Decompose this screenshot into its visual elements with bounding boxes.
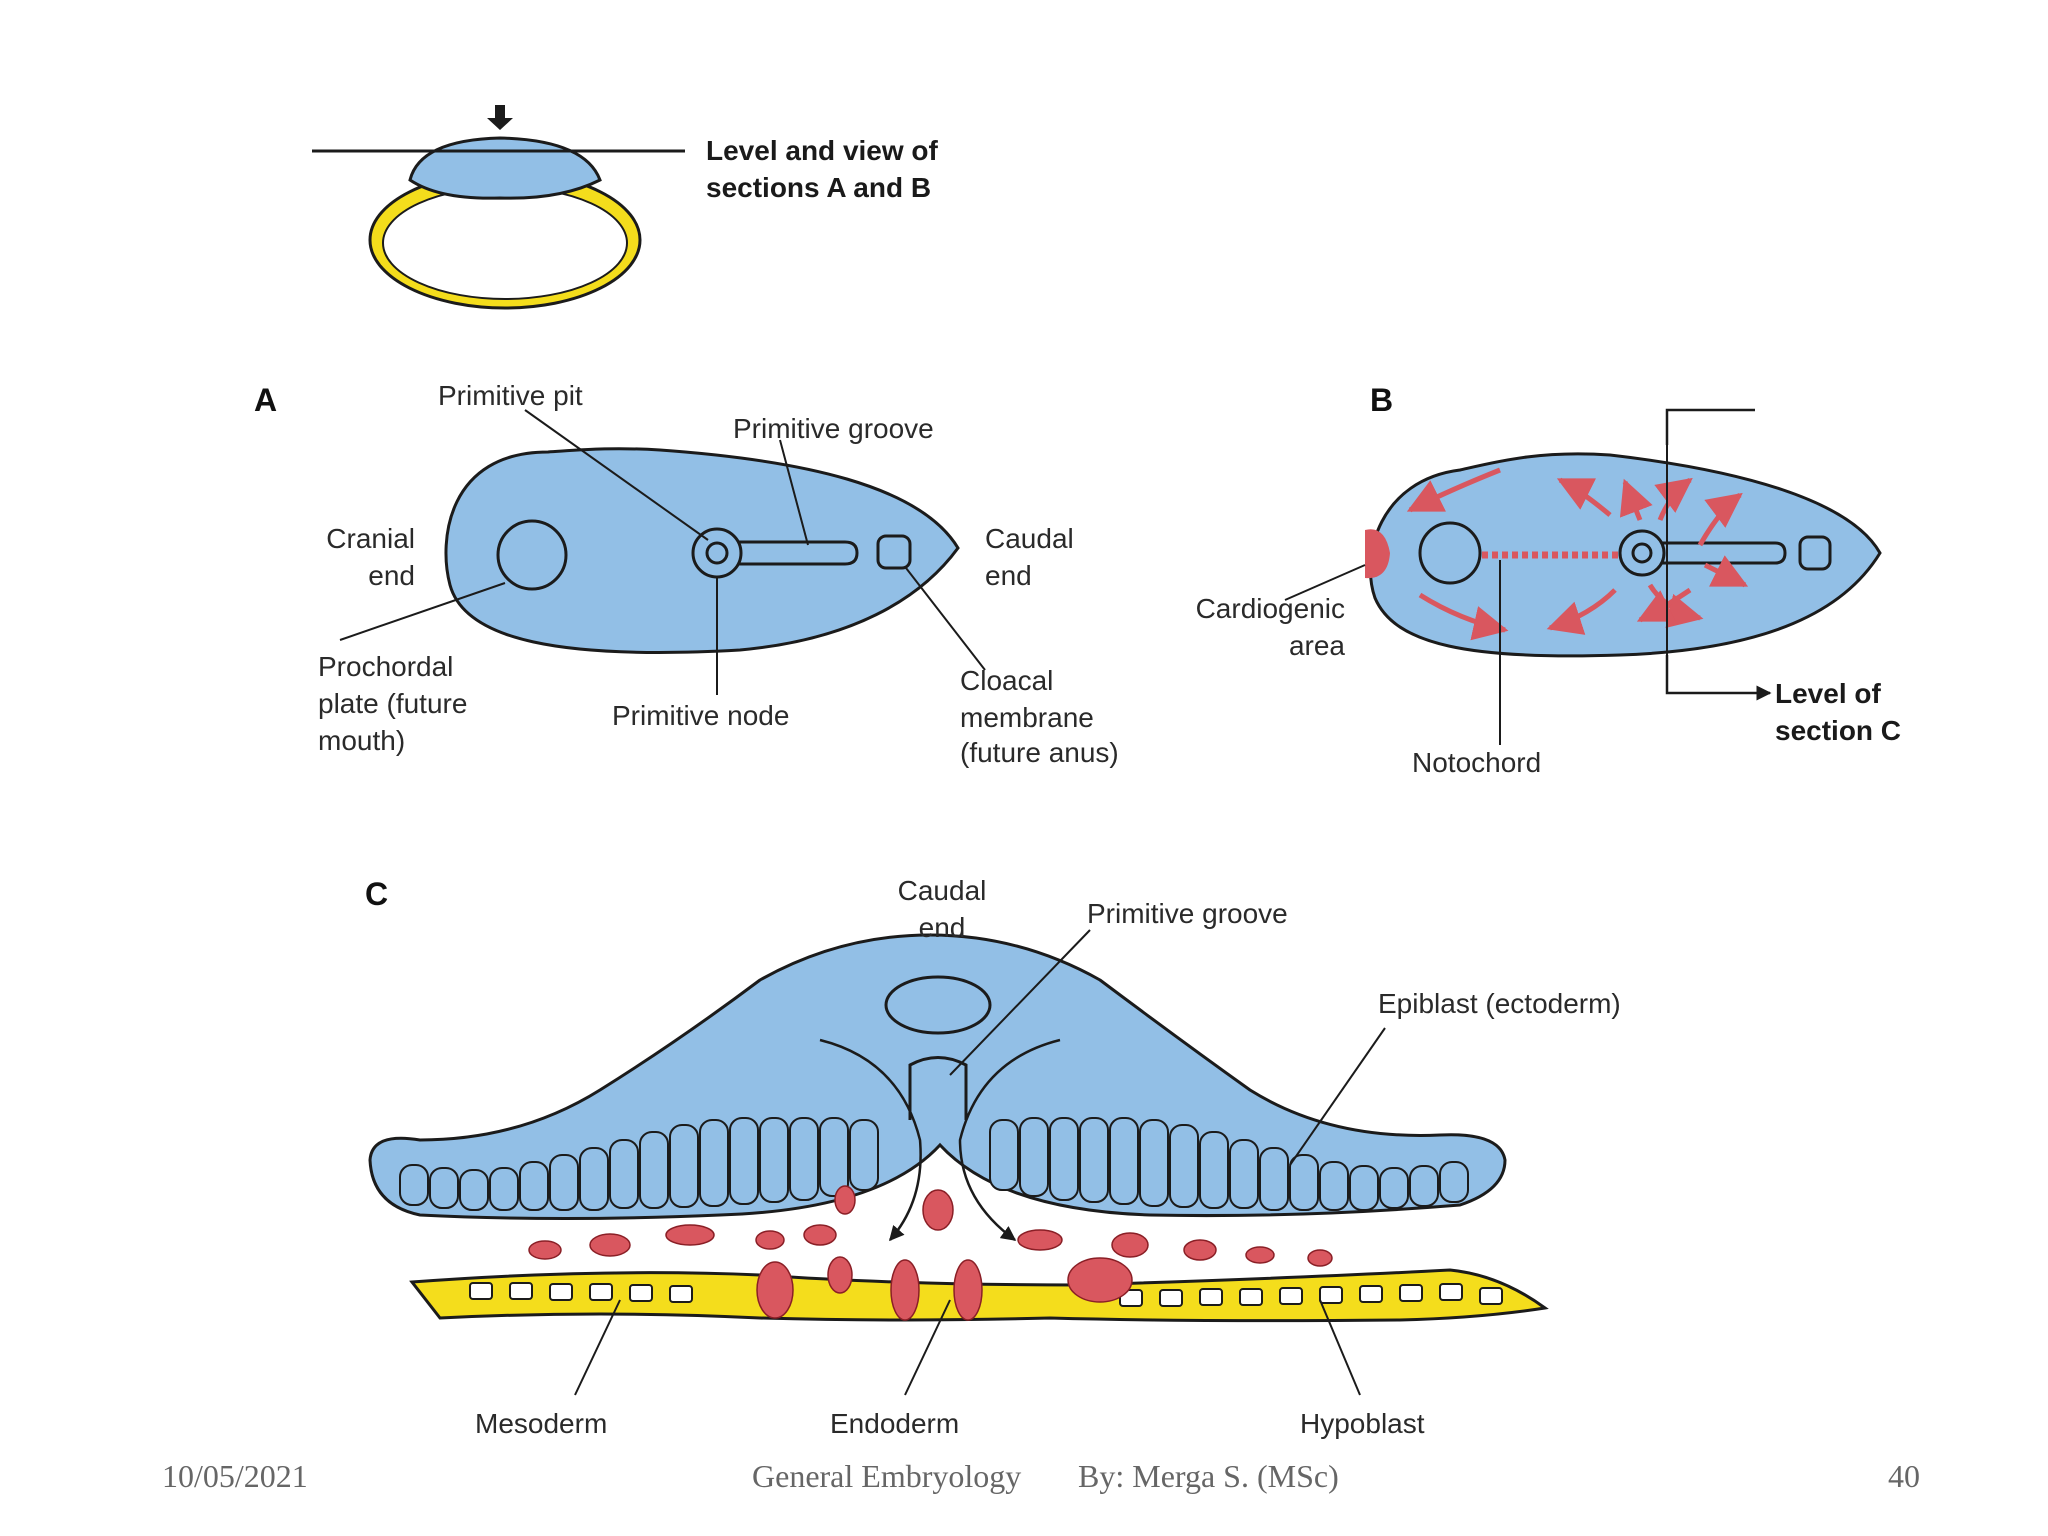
level-label-line1: Level and view of — [706, 135, 939, 166]
cloacal-membrane — [876, 534, 912, 570]
panel-c: C — [365, 875, 1621, 1439]
label-hypoblast: Hypoblast — [1300, 1408, 1425, 1439]
panel-a-letter: A — [254, 382, 277, 418]
panel-a: A Primitive pit Primitive groove Cranial… — [254, 380, 1119, 768]
panel-b-letter: B — [1370, 382, 1393, 418]
label-primitive-groove-c: Primitive groove — [1087, 898, 1288, 929]
label-primitive-pit: Primitive pit — [438, 380, 583, 411]
label-level-c-1: Level of — [1775, 678, 1881, 709]
epiblast-cells — [399, 1117, 1469, 1211]
primitive-pit-b — [1631, 542, 1653, 564]
label-notochord: Notochord — [1412, 747, 1541, 778]
label-prochordal-3: mouth) — [318, 725, 405, 756]
label-cardiogenic-2: area — [1289, 630, 1345, 661]
primitive-groove-c — [908, 1056, 968, 1120]
label-prochordal-2: plate (future — [318, 688, 467, 719]
prochordal-plate — [496, 519, 568, 591]
embryonic-disc — [408, 136, 602, 200]
yolk-sac-inner — [382, 186, 628, 300]
label-primitive-node: Primitive node — [612, 700, 789, 731]
label-caudal-end-a-2: end — [985, 560, 1032, 591]
label-epiblast: Epiblast (ectoderm) — [1378, 988, 1621, 1019]
view-arrow-icon — [487, 105, 513, 130]
level-label-line2: sections A and B — [706, 172, 931, 203]
mesoderm-cells — [528, 1185, 1333, 1267]
primitive-groove-shape — [711, 540, 859, 566]
label-caudal-end-a-1: Caudal — [985, 523, 1074, 554]
label-cranial-end-2: end — [368, 560, 415, 591]
label-cloacal-2: membrane — [960, 702, 1094, 733]
cardiogenic-area — [1365, 529, 1390, 579]
label-caudal-end-c-1: Caudal — [898, 875, 987, 906]
migration-arrows — [1406, 467, 1749, 641]
level-c-line — [1665, 408, 1770, 693]
prochordal-plate-b — [1418, 521, 1482, 585]
label-cranial-end-1: Cranial — [326, 523, 415, 554]
label-caudal-end-c-2: end — [919, 912, 966, 943]
label-primitive-groove-a: Primitive groove — [733, 413, 934, 444]
footer-author: By: Merga S. (MSc) — [1078, 1458, 1339, 1494]
footer-date: 10/05/2021 — [162, 1458, 308, 1494]
label-level-c-2: section C — [1775, 715, 1901, 746]
label-cardiogenic-1: Cardiogenic — [1196, 593, 1345, 624]
top-section-diagram: Level and view of sections A and B — [312, 105, 939, 310]
label-prochordal-1: Prochordal — [318, 651, 453, 682]
panel-c-letter: C — [365, 876, 388, 912]
label-cloacal-1: Cloacal — [960, 665, 1053, 696]
hypoblast-cells — [469, 1282, 1503, 1307]
label-endoderm: Endoderm — [830, 1408, 959, 1439]
footer-page-number: 40 — [1888, 1458, 1920, 1494]
primitive-node-b — [1618, 529, 1666, 577]
endoderm-cells — [756, 1256, 1133, 1321]
footer-course: General Embryology — [752, 1458, 1022, 1494]
cloacal-membrane-b — [1798, 535, 1832, 571]
primitive-node-c — [884, 975, 992, 1035]
primitive-pit — [705, 541, 729, 565]
migration-arrows-c — [819, 1038, 1061, 1242]
primitive-groove-b — [1640, 541, 1787, 565]
primitive-node — [691, 527, 743, 579]
label-mesoderm: Mesoderm — [475, 1408, 607, 1439]
label-cloacal-3: (future anus) — [960, 737, 1119, 768]
panel-b: B Cardiogenic area Notoc — [1196, 382, 1901, 778]
